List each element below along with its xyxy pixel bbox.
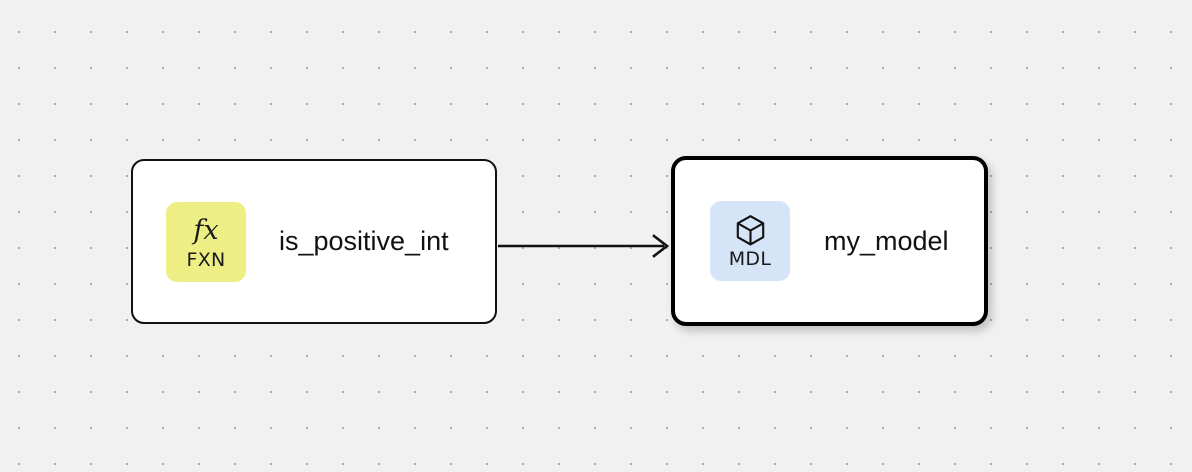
node-title-is-positive-int: is_positive_int <box>279 226 449 256</box>
function-fx-icon: fx <box>193 215 219 246</box>
node-type-badge-mdl: MDL <box>710 201 790 281</box>
node-my-model[interactable]: MDL my_model <box>671 156 988 326</box>
edge-is_positive_int-to-my_model[interactable] <box>498 234 670 258</box>
node-title-my-model: my_model <box>824 225 949 256</box>
edge-arrowhead-icon <box>652 234 670 258</box>
node-is-positive-int[interactable]: fx FXN is_positive_int <box>131 159 497 324</box>
cube-icon-svg <box>736 214 764 245</box>
node-type-badge-caption: MDL <box>728 248 772 270</box>
node-type-badge-fxn: fx FXN <box>166 201 246 282</box>
cube-icon <box>735 213 766 247</box>
node-type-badge-caption: FXN <box>186 248 226 271</box>
